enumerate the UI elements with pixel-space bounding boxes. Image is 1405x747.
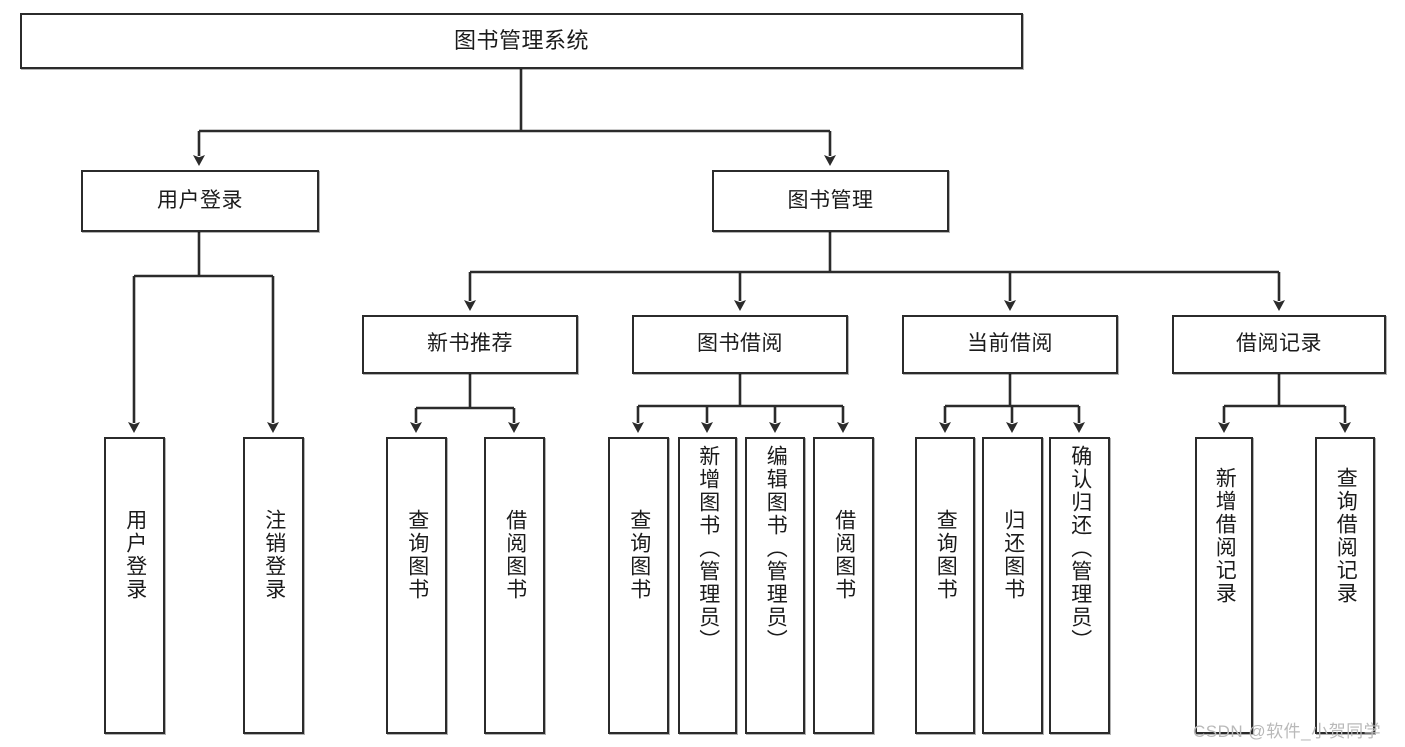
node-label: 图书管理系统: [453, 28, 589, 54]
node-book-borrow[interactable]: 图书借阅: [632, 315, 848, 374]
node-label: 注销登录: [262, 509, 286, 601]
node-label: 用户登录: [123, 509, 147, 601]
node-leaf-query-book-borrow[interactable]: 查询图书: [608, 437, 669, 734]
node-label: 编辑图书（管理员）: [764, 445, 788, 652]
node-label: 查询借阅记录: [1334, 467, 1358, 605]
node-new-book-recommend[interactable]: 新书推荐: [362, 315, 578, 374]
node-label: 归还图书: [1001, 509, 1025, 601]
node-borrow-record[interactable]: 借阅记录: [1172, 315, 1386, 374]
node-user-login[interactable]: 用户登录: [81, 170, 319, 232]
node-current-borrow[interactable]: 当前借阅: [902, 315, 1118, 374]
node-leaf-add-borrow-record[interactable]: 新增借阅记录: [1195, 437, 1253, 734]
node-leaf-query-borrow-record[interactable]: 查询借阅记录: [1315, 437, 1375, 734]
node-label: 借阅图书: [832, 509, 856, 601]
node-leaf-logout[interactable]: 注销登录: [243, 437, 304, 734]
node-label: 用户登录: [157, 188, 243, 212]
node-leaf-borrow-book[interactable]: 借阅图书: [813, 437, 874, 734]
node-label: 借阅图书: [503, 509, 527, 601]
node-leaf-edit-book-admin[interactable]: 编辑图书（管理员）: [745, 437, 805, 734]
node-label: 新增图书（管理员）: [696, 445, 720, 652]
node-label: 新书推荐: [427, 332, 513, 356]
node-label: 查询图书: [934, 509, 958, 601]
node-label: 图书借阅: [697, 332, 783, 356]
node-leaf-borrow-book-recommend[interactable]: 借阅图书: [484, 437, 545, 734]
node-label: 借阅记录: [1236, 332, 1322, 356]
node-label: 图书管理: [787, 188, 874, 212]
node-label: 新增借阅记录: [1213, 467, 1237, 605]
node-leaf-query-book-current[interactable]: 查询图书: [915, 437, 975, 734]
node-leaf-confirm-return-admin[interactable]: 确认归还（管理员）: [1049, 437, 1110, 734]
node-label: 查询图书: [627, 509, 651, 601]
node-label: 确认归还（管理员）: [1068, 445, 1092, 652]
node-leaf-return-book[interactable]: 归还图书: [982, 437, 1043, 734]
node-label: 当前借阅: [967, 332, 1053, 356]
node-leaf-query-book-recommend[interactable]: 查询图书: [386, 437, 447, 734]
node-book-management[interactable]: 图书管理: [712, 170, 949, 232]
node-leaf-user-login[interactable]: 用户登录: [104, 437, 165, 734]
node-root-system[interactable]: 图书管理系统: [20, 13, 1023, 69]
node-leaf-add-book-admin[interactable]: 新增图书（管理员）: [678, 437, 737, 734]
node-label: 查询图书: [405, 509, 429, 601]
